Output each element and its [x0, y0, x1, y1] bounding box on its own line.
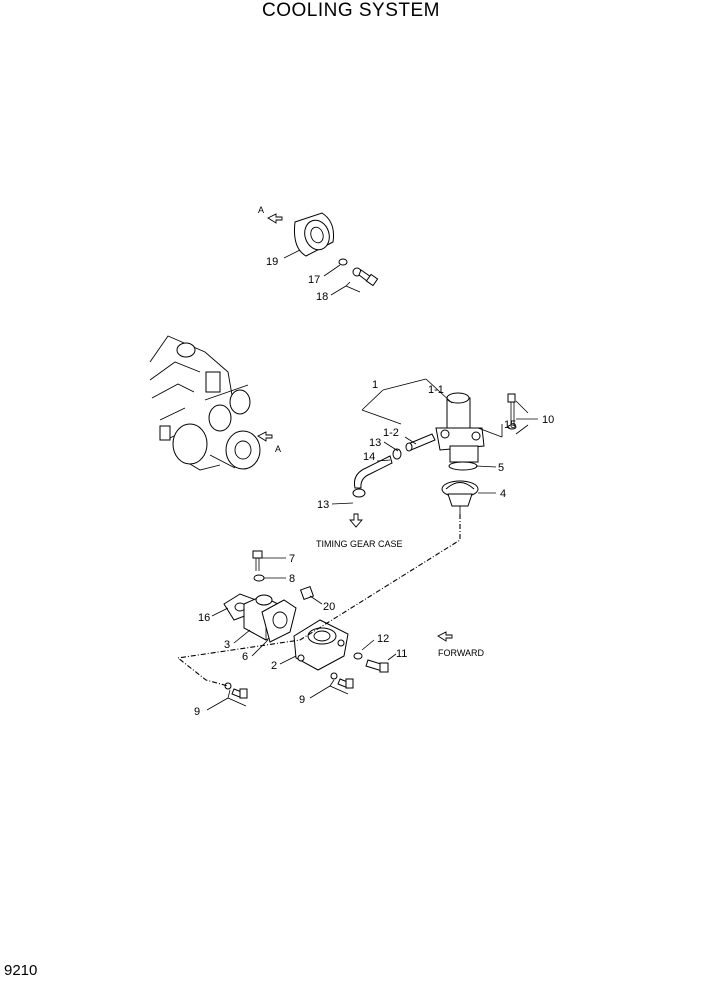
callout-12: 12 — [377, 633, 389, 645]
gasket-6 — [261, 599, 297, 643]
assembly-path-line — [176, 514, 461, 687]
callout-13-lower: 13 — [317, 499, 329, 511]
page-number: 9210 — [4, 962, 38, 979]
callout-4: 4 — [500, 488, 506, 500]
callout-7: 7 — [289, 553, 295, 565]
view-a-arrow-icon — [267, 213, 283, 224]
forward-note: FORWARD — [438, 648, 484, 658]
callout-1-1: 1-1 — [428, 384, 444, 396]
pump-cover-2 — [293, 619, 349, 671]
water-outlet-connector — [435, 392, 485, 463]
view-a-pulley-group: A — [258, 205, 379, 296]
callout-1-2: 1-2 — [383, 427, 399, 439]
bolt-18 — [352, 267, 379, 287]
bolt-11 — [365, 659, 389, 673]
timing-gear-case-note: TIMING GEAR CASE — [316, 539, 403, 549]
thermostat — [441, 480, 479, 514]
callout-5: 5 — [498, 462, 504, 474]
callout-1: 1 — [372, 379, 378, 391]
callout-14: 14 — [363, 451, 375, 463]
timing-gear-case-arrow-icon — [349, 513, 363, 528]
hose-14 — [354, 455, 393, 489]
washer-12 — [353, 652, 363, 660]
callout-2: 2 — [271, 660, 277, 672]
callout-18: 18 — [316, 291, 328, 303]
callout-15: 15 — [504, 419, 516, 431]
thermostat-housing-group — [331, 378, 538, 528]
bypass-pipe-1-2 — [405, 433, 436, 452]
engine-block: A — [149, 335, 281, 471]
callout-11: 11 — [396, 648, 407, 660]
callout-20: 20 — [323, 601, 335, 613]
callout-6: 6 — [242, 651, 248, 663]
idler-pulley — [294, 212, 334, 257]
washer-8 — [253, 574, 265, 582]
callout-8: 8 — [289, 573, 295, 585]
callout-16: 16 — [198, 612, 210, 624]
bolt-10 — [507, 393, 517, 430]
callout-19: 19 — [266, 256, 278, 268]
callout-13-upper: 13 — [369, 437, 381, 449]
bolt-7 — [252, 550, 263, 571]
view-a-engine-mark: A — [275, 444, 281, 454]
clamp-13-upper — [392, 448, 402, 460]
callout-9-left: 9 — [194, 706, 200, 718]
callout-3: 3 — [224, 639, 230, 651]
callout-17: 17 — [308, 274, 320, 286]
callout-9-right: 9 — [299, 694, 305, 706]
water-pump-group — [206, 550, 397, 711]
washer-17 — [338, 258, 348, 266]
view-a-engine-arrow-icon — [257, 431, 273, 442]
callout-10: 10 — [542, 414, 554, 426]
plug-20 — [299, 585, 315, 601]
page-title: COOLING SYSTEM — [261, 0, 441, 21]
gasket-5 — [448, 461, 478, 471]
clamp-13-lower — [352, 488, 366, 498]
forward-arrow-icon — [437, 631, 453, 642]
view-a-mark: A — [258, 205, 264, 215]
